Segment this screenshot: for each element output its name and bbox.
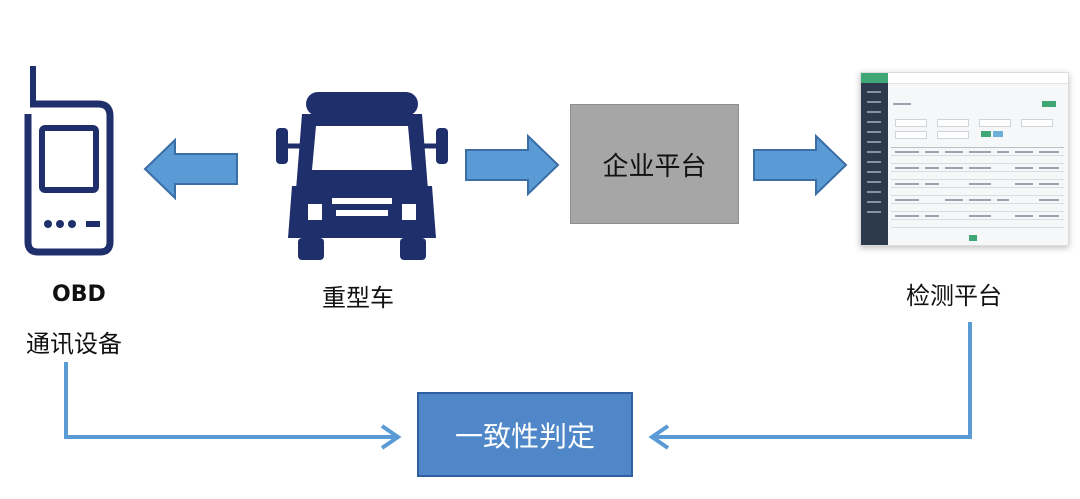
platform-screenshot <box>860 72 1069 246</box>
consistency-judgement-label: 一致性判定 <box>454 419 595 453</box>
heavy-truck-icon <box>276 92 448 260</box>
enterprise-platform-box: 企业平台 <box>570 104 739 224</box>
obd-label-line2: 通讯设备 <box>26 330 122 358</box>
truck-label: 重型车 <box>322 284 394 312</box>
arrow-to-detection <box>753 134 848 196</box>
obd-label-line1: OBD <box>52 282 106 307</box>
arrow-to-obd <box>143 138 238 200</box>
enterprise-platform-label: 企业平台 <box>602 151 707 182</box>
detection-platform-label: 检测平台 <box>906 282 1002 310</box>
arrow-to-enterprise <box>465 134 560 196</box>
consistency-judgement-box: 一致性判定 <box>417 392 633 477</box>
obd-device-icon <box>24 66 114 256</box>
